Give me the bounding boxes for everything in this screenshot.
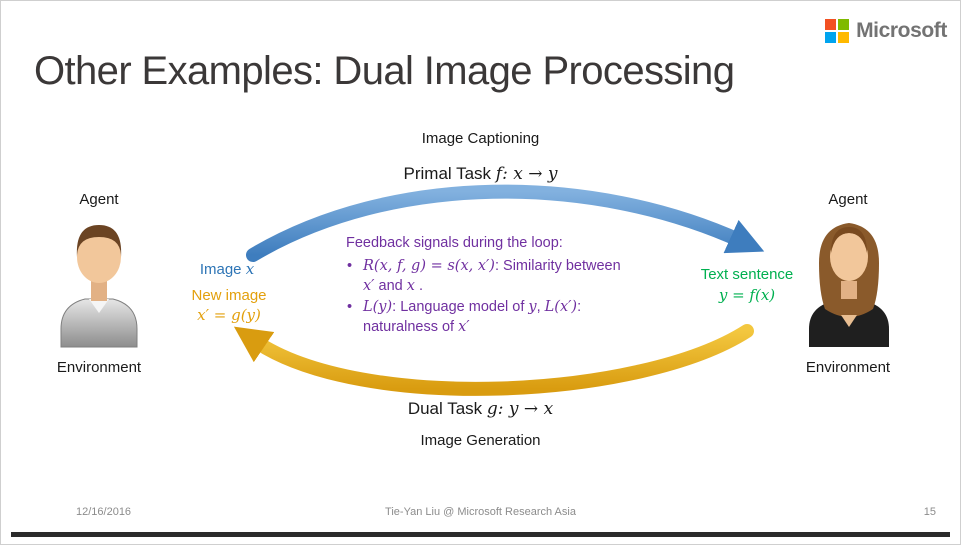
male-avatar-icon [60,225,138,348]
text-sentence-label: Text sentence y = f(x) [689,265,805,306]
dual-task-text: Dual Task [407,399,483,418]
primal-task-text: Primal Task [403,164,492,183]
right-environment-label: Environment [805,359,891,376]
feedback-panel: Feedback signals during the loop: R(x, f… [346,233,624,337]
logo-square-blue [825,32,837,43]
female-avatar-icon [809,223,889,347]
caption-image-captioning: Image Captioning [421,130,540,147]
new-image-label: New image x′ = g(y) [187,286,271,326]
image-x-label: Image x [199,260,255,278]
footer-credit: Tie-Yan Liu @ Microsoft Research Asia [385,506,576,518]
primal-task-math: f: x → y [495,164,558,184]
microsoft-logo-text: Microsoft [856,19,947,42]
dual-task-math: g: y → x [486,399,554,419]
new-image-text: New image [191,287,267,304]
slide-title: Other Examples: Dual Image Processing [34,49,735,93]
feedback-bullet-list: R(x, f, g) = s(x, x′): Similarity betwee… [346,256,624,337]
left-environment-label: Environment [56,359,142,376]
new-image-math: x′ = g(y) [197,305,261,324]
footer-date: 12/16/2016 [76,506,132,518]
right-agent-label: Agent [828,191,868,208]
dual-arrow [233,324,754,396]
feedback-bullet-2: L(y): Language model of y, L(x′): natura… [346,297,624,337]
text-sentence-text: Text sentence [700,266,794,283]
footer-page-number: 15 [923,506,936,518]
microsoft-logo: Microsoft [825,19,947,43]
footer-divider-bar [11,532,950,537]
primal-task-label: Primal Task f: x → y [1,164,960,184]
caption-image-generation: Image Generation [420,432,541,449]
feedback-bullet-1: R(x, f, g) = s(x, x′): Similarity betwee… [346,256,624,296]
microsoft-logo-icon [825,19,850,43]
logo-square-red [825,19,837,30]
left-agent-label: Agent [79,191,119,208]
text-sentence-math: y = f(x) [718,286,776,305]
logo-square-green [838,19,850,30]
logo-square-yellow [838,32,850,43]
dual-task-label: Dual Task g: y → x [1,399,960,419]
feedback-heading: Feedback signals during the loop: [346,235,563,251]
